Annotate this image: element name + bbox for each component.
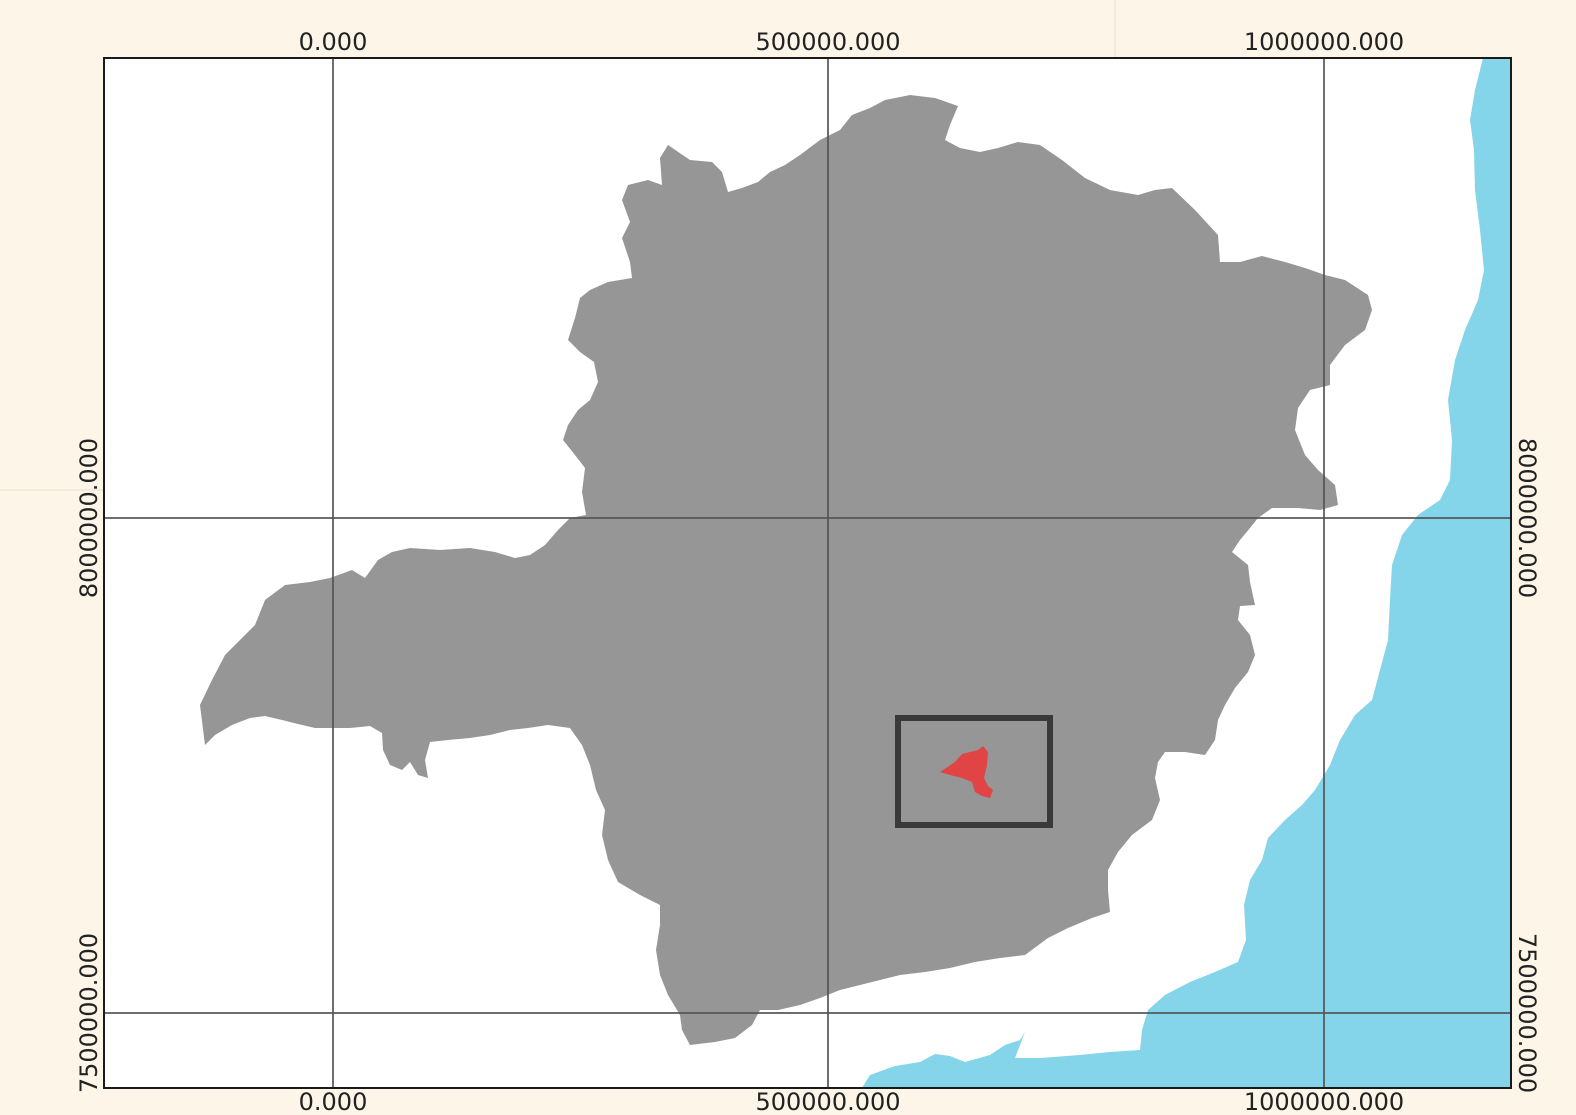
ocean-south [862,1032,1140,1088]
bottom-x-label-1: 500000.000 [755,1088,900,1115]
bottom-x-label-2: 1000000.000 [1244,1088,1404,1115]
inset-extent-box [895,715,1053,828]
highlighted-municipality [940,746,993,798]
left-y-label-1: 7500000.000 [75,933,103,1093]
top-x-label-2: 1000000.000 [1244,28,1404,56]
left-y-label-0: 8000000.000 [75,438,103,598]
map-frame-border [103,57,1512,1089]
graticule [104,58,1511,1088]
top-x-label-0: 0.000 [299,28,368,56]
top-x-label-1: 500000.000 [755,28,900,56]
bottom-x-label-0: 0.000 [299,1088,368,1115]
right-y-label-0: 8000000.000 [1513,438,1541,598]
right-y-label-1: 7500000.000 [1513,933,1541,1093]
ocean-east [1138,58,1511,1088]
state-land [200,95,1372,1045]
